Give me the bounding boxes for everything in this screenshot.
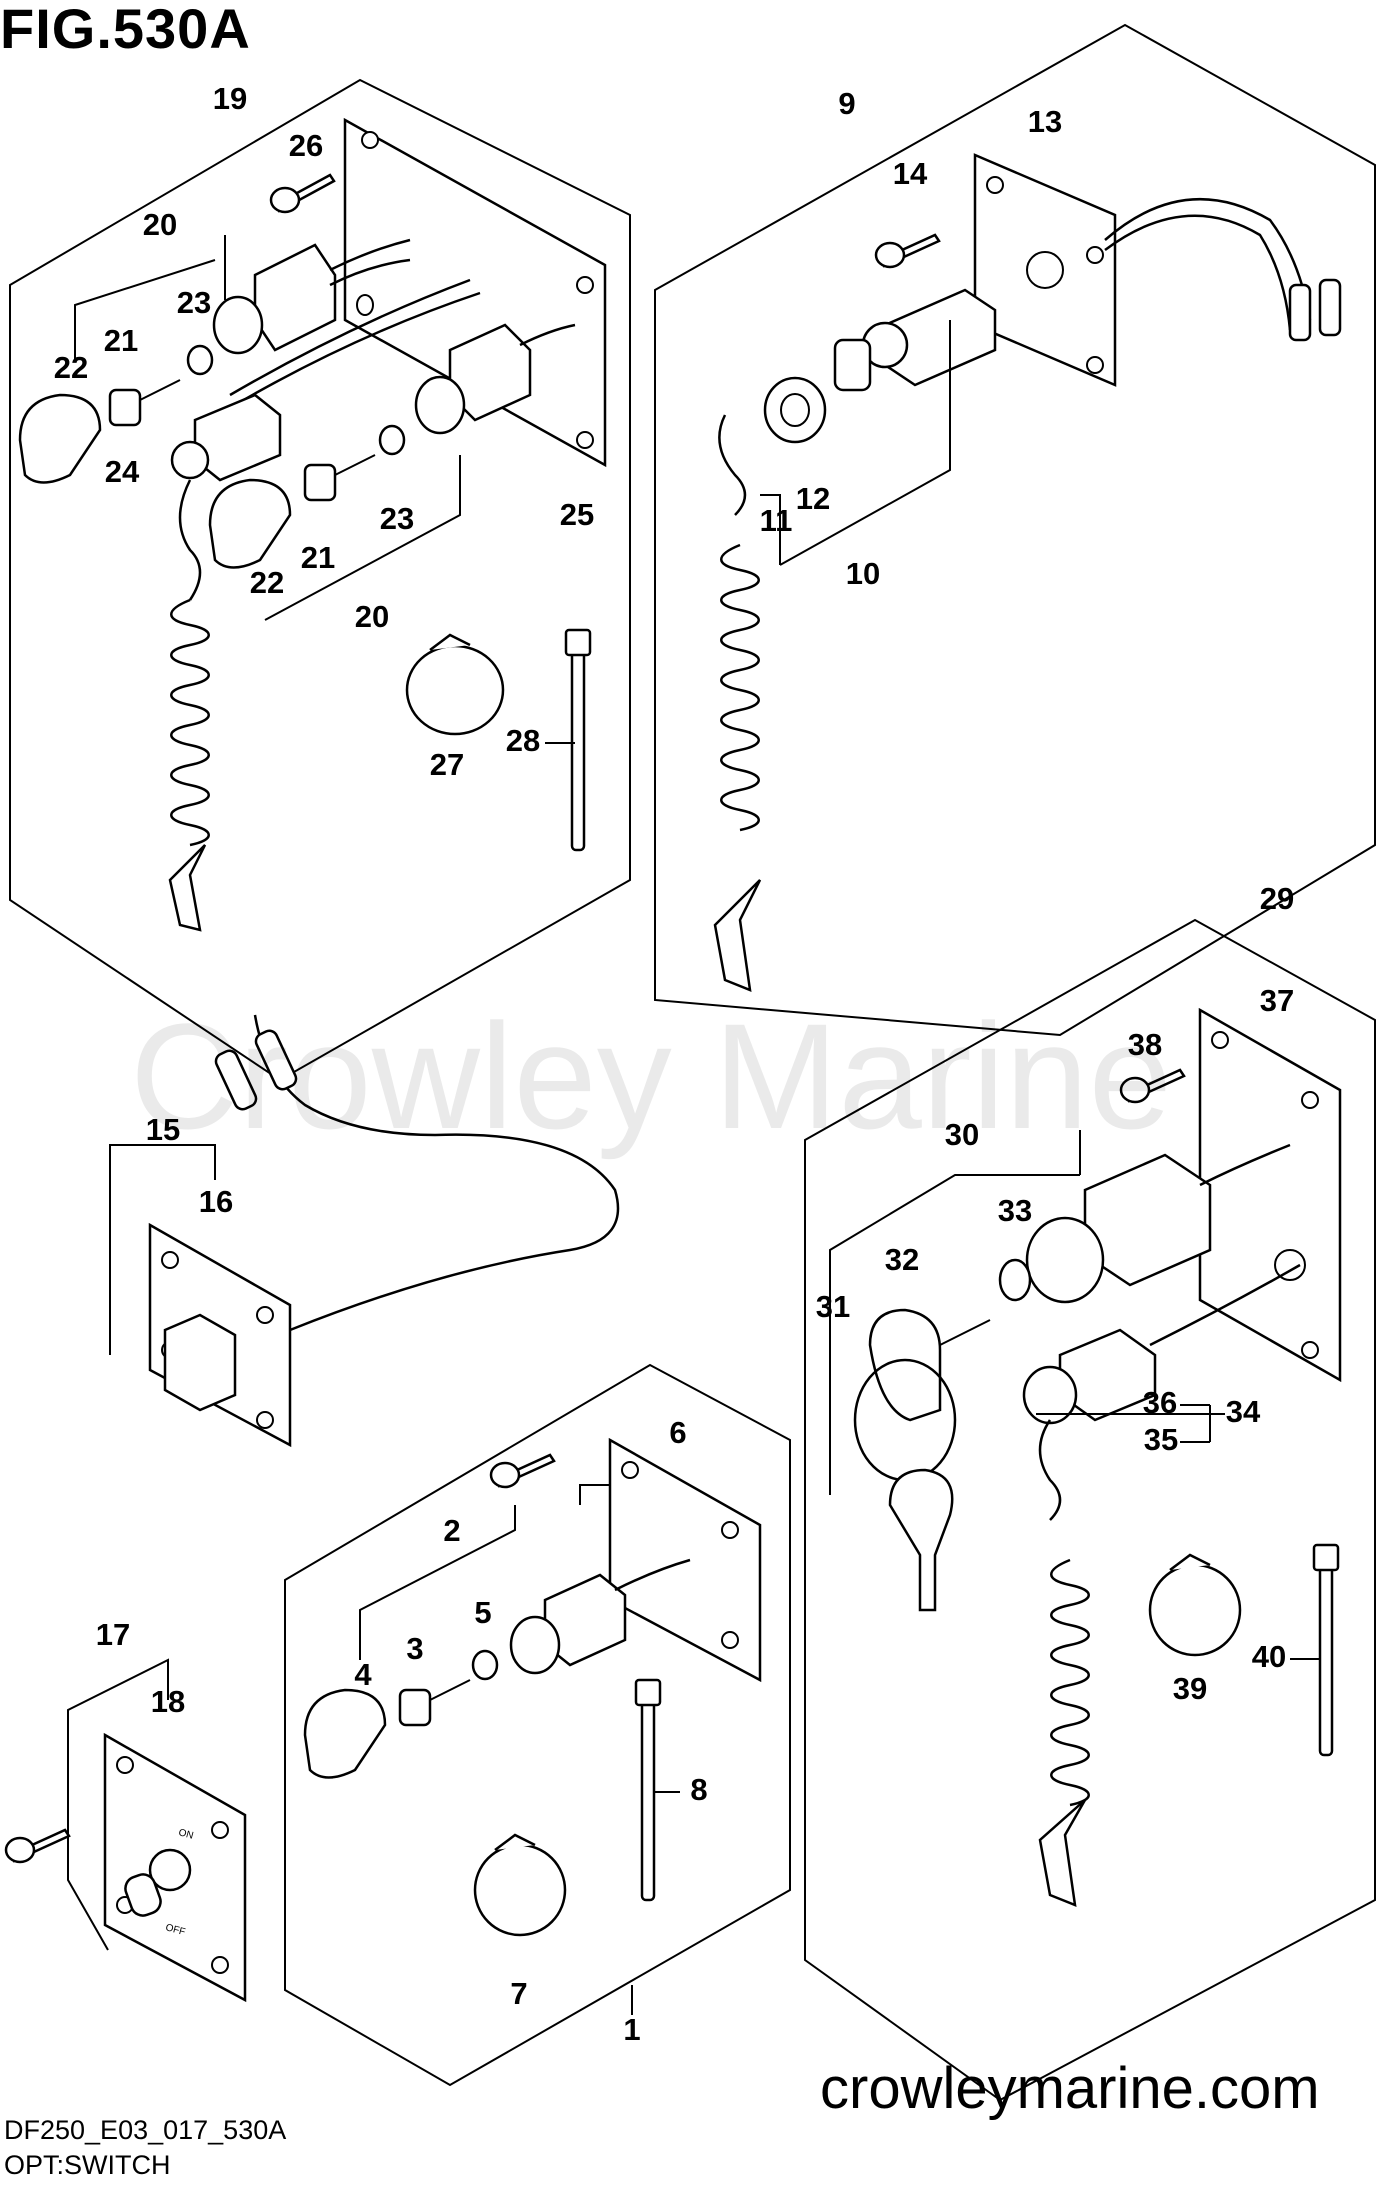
callout-24: 24 bbox=[105, 454, 140, 489]
callout-34: 34 bbox=[1226, 1394, 1261, 1429]
callout-8: 8 bbox=[690, 1772, 707, 1807]
group-29-box bbox=[804, 918, 1376, 2102]
callout-9: 9 bbox=[838, 86, 855, 121]
group-17: ON OFF bbox=[4, 1658, 247, 2003]
callout-21-bottom: 21 bbox=[301, 540, 335, 575]
callout-28: 28 bbox=[506, 723, 540, 758]
group-19-box bbox=[9, 78, 631, 1082]
website-text: crowleymarine.com bbox=[820, 2056, 1320, 2121]
callout-3: 3 bbox=[406, 1631, 423, 1666]
group-1-box bbox=[284, 1363, 791, 2087]
callout-11: 11 bbox=[760, 503, 793, 538]
callout-35: 35 bbox=[1144, 1422, 1178, 1457]
callout-40: 40 bbox=[1252, 1639, 1286, 1674]
callout-39: 39 bbox=[1173, 1671, 1207, 1706]
callout-31: 31 bbox=[816, 1289, 850, 1324]
callout-10: 10 bbox=[846, 556, 880, 591]
callout-25: 25 bbox=[560, 497, 594, 532]
leader-lines bbox=[545, 742, 1320, 2015]
callout-38: 38 bbox=[1128, 1027, 1162, 1062]
callout-19: 19 bbox=[213, 81, 247, 116]
callout-13: 13 bbox=[1028, 104, 1062, 139]
callout-29: 29 bbox=[1260, 881, 1294, 916]
callout-27: 27 bbox=[430, 747, 464, 782]
figure-title: FIG.530A bbox=[0, 0, 251, 60]
callout-23-bottom: 23 bbox=[380, 501, 414, 536]
callout-7: 7 bbox=[510, 1976, 527, 2011]
callout-20-bottom: 20 bbox=[355, 599, 389, 634]
callout-26: 26 bbox=[289, 128, 323, 163]
callout-32: 32 bbox=[885, 1242, 919, 1277]
callout-30: 30 bbox=[945, 1117, 979, 1152]
watermark-text: Crowley Marine bbox=[130, 992, 1172, 1160]
callout-20-top: 20 bbox=[143, 207, 177, 242]
diagram-subtitle: OPT:SWITCH bbox=[4, 2150, 171, 2180]
callout-6: 6 bbox=[669, 1415, 686, 1450]
callout-labels: 1 2 3 4 5 6 7 8 9 10 11 12 13 14 15 16 1… bbox=[54, 81, 1294, 2047]
callout-22-top: 22 bbox=[54, 350, 88, 385]
callout-16: 16 bbox=[199, 1184, 233, 1219]
callout-37: 37 bbox=[1260, 983, 1294, 1018]
diagram-code: DF250_E03_017_530A bbox=[4, 2115, 287, 2145]
callout-23-top: 23 bbox=[177, 285, 211, 320]
callout-5: 5 bbox=[474, 1595, 491, 1630]
group-15 bbox=[109, 1014, 620, 1448]
group-9-box bbox=[654, 23, 1376, 1037]
callout-33: 33 bbox=[998, 1193, 1032, 1228]
panel-off-mark: OFF bbox=[164, 1922, 186, 1938]
callout-18: 18 bbox=[151, 1684, 185, 1719]
panel-on-mark: ON bbox=[177, 1827, 194, 1842]
callout-1: 1 bbox=[623, 2012, 640, 2047]
callout-17: 17 bbox=[96, 1617, 130, 1652]
callout-21-top: 21 bbox=[104, 323, 138, 358]
callout-15: 15 bbox=[146, 1112, 180, 1147]
callout-14: 14 bbox=[893, 156, 928, 191]
callout-12: 12 bbox=[796, 481, 830, 516]
callout-2: 2 bbox=[443, 1513, 460, 1548]
callout-22-bottom: 22 bbox=[250, 565, 284, 600]
callout-4: 4 bbox=[354, 1657, 372, 1692]
